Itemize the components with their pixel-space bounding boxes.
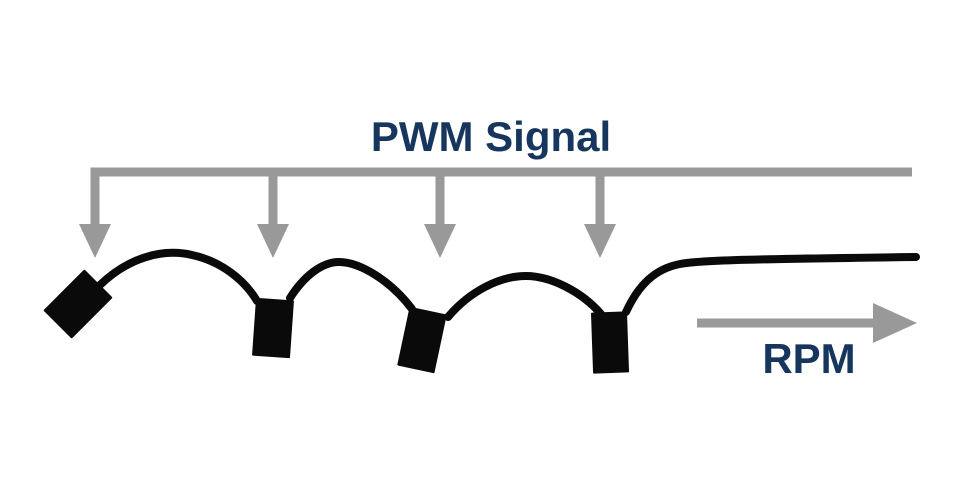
pwm-bus [79, 167, 912, 258]
cable-arch-1 [96, 248, 261, 305]
pwm-arrow-1 [79, 224, 111, 258]
fan-4 [590, 311, 630, 374]
pwm-arrow-2 [257, 172, 289, 258]
pwm-arrow-3 [424, 172, 456, 258]
arrowhead-down-icon [584, 224, 616, 258]
pwm-arrow-4 [584, 172, 616, 258]
arrowhead-down-icon [424, 224, 456, 258]
fan-3 [397, 306, 447, 374]
fan-body [252, 297, 294, 359]
fan-1 [43, 269, 113, 339]
fan-body [43, 269, 113, 339]
arrowhead-down-icon [257, 224, 289, 258]
fan-body [590, 311, 630, 374]
rpm-arrow [697, 303, 917, 343]
fan-2 [252, 297, 294, 359]
cable-tail [622, 253, 920, 316]
pwm-signal-label: PWM Signal [371, 113, 611, 160]
fan-body [397, 306, 447, 374]
arrowhead-right-icon [873, 303, 917, 343]
fan-cable-chain [96, 248, 920, 321]
rpm-label: RPM [762, 335, 855, 382]
fan-group [43, 269, 630, 374]
pwm-bus-line [90, 167, 912, 228]
arrowhead-down-icon [79, 224, 111, 258]
cable-arch-3 [444, 271, 605, 321]
cable-arch-2 [286, 257, 416, 313]
